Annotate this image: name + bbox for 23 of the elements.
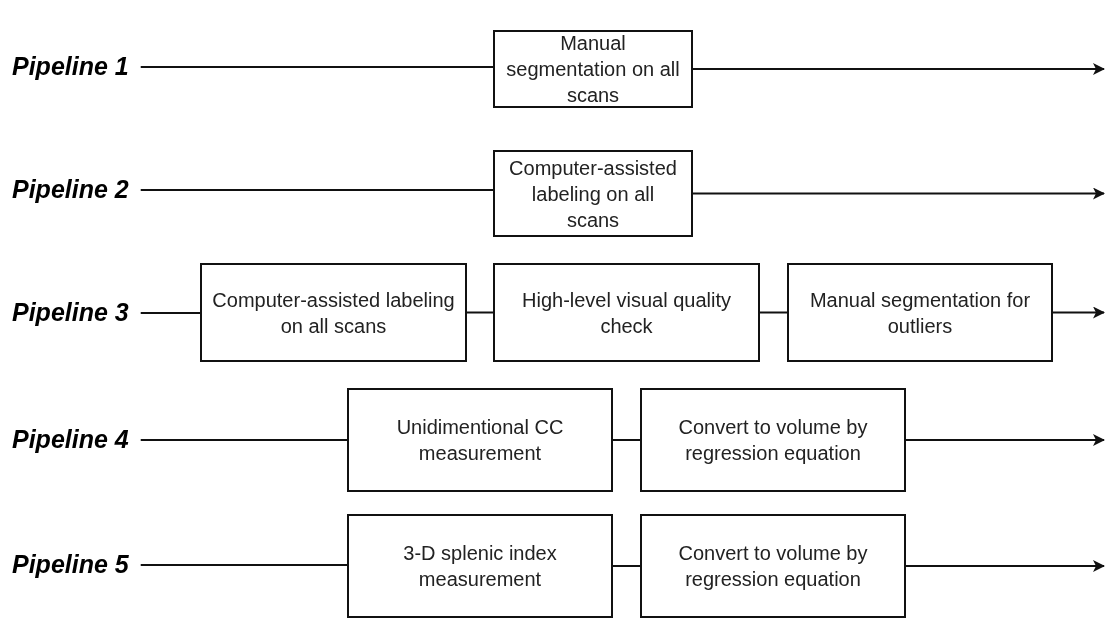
process-box: Computer-assisted labeling on all scans [493, 150, 693, 237]
connector-line [139, 189, 494, 191]
arrow [692, 187, 1105, 200]
process-box: High-level visual quality check [493, 263, 760, 362]
connector-line [612, 439, 641, 441]
process-box: Manual segmentation on all scans [493, 30, 693, 108]
arrow [905, 560, 1105, 572]
connector-line [139, 312, 201, 314]
arrow [692, 63, 1105, 75]
process-box: Computer-assisted labeling on all scans [200, 263, 467, 362]
process-box: Manual segmentation for outliers [787, 263, 1053, 362]
arrow [905, 434, 1105, 446]
arrow [1052, 306, 1105, 319]
process-box: Unidimentional CC measurement [347, 388, 613, 492]
connector-line [612, 565, 641, 567]
process-box: Convert to volume by regression equation [640, 388, 906, 492]
connector-line [139, 66, 494, 68]
process-box: 3-D splenic index measurement [347, 514, 613, 618]
connector-line [139, 564, 348, 566]
connector-line [139, 439, 348, 441]
process-box: Convert to volume by regression equation [640, 514, 906, 618]
connector-line [466, 311, 494, 314]
connector-line [759, 311, 788, 314]
